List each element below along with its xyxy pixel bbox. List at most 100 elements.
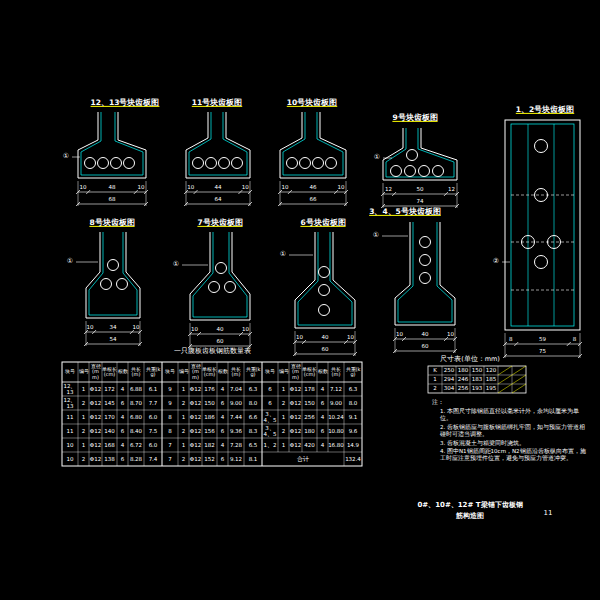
- note-text: 4. 图中N1钢筋间距10cm，N2钢筋沿齿板纵向布置，施工时应注意预埋件位置，…: [440, 448, 590, 462]
- dimension-text: 10: [187, 184, 194, 190]
- table-cell: 145: [102, 396, 117, 410]
- table-cell: Φ12: [189, 396, 202, 410]
- dimension-text: 74: [417, 198, 424, 204]
- table-cell: 4: [117, 382, 128, 396]
- table-cell: Φ12: [189, 452, 202, 466]
- table-cell: 150: [302, 396, 317, 410]
- table-cell: 6: [117, 452, 128, 466]
- table-header: 共重(kg): [244, 362, 262, 382]
- table-cell: 132.4: [344, 452, 362, 466]
- table-cell: 1: [178, 382, 189, 396]
- dimension-text: 10: [338, 184, 345, 190]
- dimension-text: 10: [281, 184, 288, 190]
- duct-circle: [405, 166, 416, 177]
- table-cell: 3、4、5: [262, 410, 278, 424]
- table-cell: 180: [302, 424, 317, 438]
- dimension-text: 10: [347, 334, 354, 340]
- callout-number: ①: [173, 261, 179, 269]
- table-cell: 1: [178, 438, 189, 452]
- duct-circle: [85, 158, 96, 169]
- dimension-text: 10: [87, 324, 94, 330]
- table-cell: 182: [202, 438, 217, 452]
- table-header: 单根长(cm): [202, 362, 217, 382]
- table-cell: 193: [470, 384, 484, 393]
- note-text: 1. 本图尺寸除钢筋直径以毫米计外，余均以厘米为单位。: [440, 408, 590, 422]
- callout-number: ②: [493, 258, 499, 266]
- table-cell: 8.40: [128, 424, 144, 438]
- table-cell: 7.12: [328, 382, 344, 396]
- duct-circle: [319, 285, 330, 296]
- rebar-line: [398, 222, 452, 322]
- table-cell: 6: [217, 396, 228, 410]
- table-cell: 2: [78, 424, 89, 438]
- dimension-text: 50: [417, 186, 424, 192]
- table-header: 根数: [117, 362, 128, 382]
- note-heading: 注：: [432, 399, 444, 406]
- table-cell: 6: [217, 424, 228, 438]
- duct-circle: [548, 236, 561, 249]
- view-title: 10号块齿板图: [287, 99, 337, 107]
- table-cell: 1: [428, 375, 442, 384]
- table-cell: 246: [456, 375, 470, 384]
- table-cell: Φ12: [289, 382, 302, 396]
- table-cell: 6.72: [128, 438, 144, 452]
- view-title: 7号块齿板图: [197, 219, 242, 227]
- table-cell: 1、2: [262, 438, 278, 452]
- table-cell: Φ12: [89, 452, 102, 466]
- table-cell: 4: [217, 438, 228, 452]
- table-cell: 4: [217, 382, 228, 396]
- table-header: 根数: [317, 362, 328, 382]
- table-cell: 9.00: [328, 396, 344, 410]
- rebar-line: [81, 112, 143, 175]
- dimension-text: 40: [322, 334, 329, 340]
- table-header: 单根长(cm): [102, 362, 117, 382]
- dimension-text: 10: [80, 184, 87, 190]
- table-cell: Φ12: [289, 424, 302, 438]
- duct-circle: [219, 158, 230, 169]
- table-cell: 10: [62, 438, 78, 452]
- view-title: 6号块齿板图: [300, 219, 345, 227]
- table-cell: 1: [78, 382, 89, 396]
- table-cell: 6.6: [244, 410, 262, 424]
- table-cell: 304: [442, 384, 456, 393]
- table-cell: 195: [484, 384, 498, 393]
- callout-number: ①: [67, 258, 73, 266]
- table-cell: 6.88: [128, 382, 144, 396]
- stirrup-line: [511, 195, 574, 196]
- rebar-line: [528, 124, 529, 326]
- duct-circle: [101, 279, 112, 290]
- table-cell: 3、4、5: [262, 424, 278, 438]
- callout-number: ①: [63, 153, 69, 161]
- dimension-text: 10: [191, 326, 198, 332]
- table-cell: 140: [102, 424, 117, 438]
- view-title: 3、4、5号块齿板图: [369, 208, 441, 216]
- table-cell: 150: [470, 366, 484, 375]
- rebar-line: [298, 232, 352, 325]
- duct-circle: [232, 158, 243, 169]
- table-cell: 9.36: [228, 424, 244, 438]
- block-outline: [383, 128, 457, 180]
- table-header: 块号: [262, 362, 278, 382]
- table-cell: 150: [202, 396, 217, 410]
- table-cell: 120: [484, 366, 498, 375]
- table-header: 共长(m): [128, 362, 144, 382]
- table-cell: 186: [202, 410, 217, 424]
- duct-circle: [420, 237, 431, 248]
- rebar-line: [554, 124, 555, 326]
- table-header: 共重(kg): [344, 362, 362, 382]
- table-cell: Φ12: [89, 382, 102, 396]
- table-cell: Φ12: [89, 396, 102, 410]
- duct-circle: [326, 158, 337, 169]
- section-figures: [78, 112, 580, 330]
- table-cell: 420: [302, 438, 317, 452]
- table-cell: 250: [442, 366, 456, 375]
- table-cell: 11: [62, 424, 78, 438]
- duct-circle: [407, 150, 418, 161]
- table-cell: 1: [278, 410, 289, 424]
- table-cell: Φ12: [89, 438, 102, 452]
- dimension-text: 68: [109, 196, 116, 202]
- table-cell: 176: [202, 382, 217, 396]
- table-header: 编号: [178, 362, 189, 382]
